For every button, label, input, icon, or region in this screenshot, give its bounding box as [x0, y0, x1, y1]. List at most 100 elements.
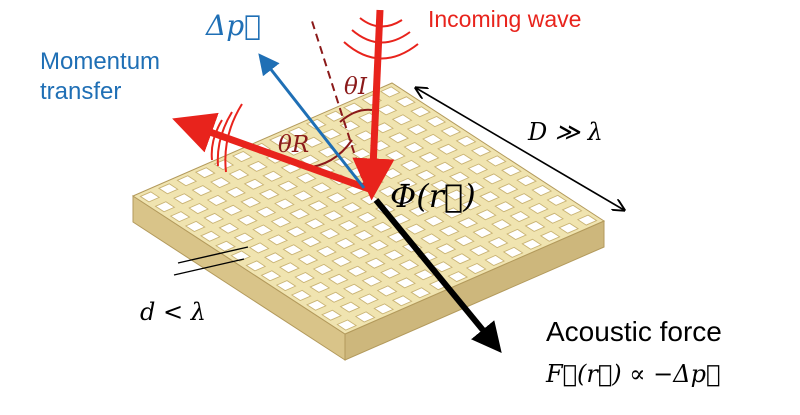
unit-cell-hole	[233, 232, 255, 244]
unit-cell-hole	[206, 194, 228, 207]
unit-cell-hole	[376, 285, 398, 297]
unit-cell-hole	[435, 243, 457, 255]
unit-cell-hole	[279, 262, 300, 274]
unit-cell-hole	[263, 252, 285, 264]
unit-cell-hole	[334, 237, 356, 250]
unit-cell-hole	[361, 275, 383, 287]
momentum-symbol-label: Δp⃗	[206, 9, 261, 42]
unit-cell-hole	[312, 263, 334, 276]
unit-cell-hole	[225, 186, 246, 198]
unit-cell-hole	[237, 214, 258, 226]
unit-cell-hole	[341, 202, 363, 214]
unit-cell-hole	[502, 246, 524, 258]
unit-cell-hole	[576, 214, 598, 226]
unit-cell-hole	[543, 212, 564, 224]
unit-cell-hole	[289, 208, 310, 220]
unit-cell-hole	[169, 211, 191, 223]
unit-cell-hole	[337, 219, 359, 232]
unit-cell-hole	[231, 150, 253, 163]
unit-cell-hole	[245, 260, 267, 272]
incoming-wavefront-3	[343, 41, 419, 60]
unit-cell-hole	[188, 202, 209, 215]
unit-cell-hole	[252, 224, 273, 236]
unit-cell-hole	[420, 233, 442, 245]
unit-cell-hole	[373, 303, 395, 315]
unit-cell-hole	[194, 167, 216, 179]
unit-cell-hole	[255, 206, 277, 218]
unit-cell-hole	[260, 270, 282, 282]
unit-cell-hole	[353, 229, 374, 241]
reflected-wavefront-3	[224, 103, 243, 173]
unit-cell-hole	[336, 319, 358, 331]
cell-marker-line-1	[177, 246, 249, 264]
unit-cell-hole	[191, 185, 213, 197]
unit-cell-hole	[373, 122, 394, 134]
unit-cell-hole	[215, 240, 236, 252]
unit-cell-hole	[331, 255, 352, 267]
cell-size-marker	[173, 246, 249, 276]
unit-cell-hole	[230, 250, 252, 262]
unit-cell-hole	[383, 249, 405, 261]
unit-cell-hole	[391, 114, 413, 126]
unit-cell-hole	[324, 110, 346, 122]
unit-cell-hole	[319, 228, 341, 240]
unit-cell-hole	[304, 218, 326, 230]
unit-cell-hole	[277, 180, 299, 192]
unit-cell-hole	[410, 287, 432, 299]
unit-cell-hole	[413, 269, 435, 281]
size-relation-label: D ≫ λ	[528, 118, 603, 146]
unit-cell-hole	[343, 283, 364, 295]
reflected-wavefront-2	[216, 111, 233, 167]
unit-cell-hole	[173, 193, 194, 205]
unit-cell-hole	[210, 176, 231, 189]
unit-cell-hole	[268, 134, 290, 146]
unit-cell-hole	[228, 168, 250, 181]
unit-cell-hole	[450, 253, 472, 265]
unit-cell-hole	[472, 227, 494, 239]
unit-cell-hole	[391, 295, 413, 307]
unit-cell-hole	[267, 234, 289, 246]
unit-cell-hole	[157, 183, 179, 195]
unit-cell-hole	[302, 136, 324, 148]
unit-cell-hole	[349, 247, 371, 259]
unit-cell-hole	[262, 170, 283, 182]
unit-cell-hole	[184, 220, 206, 233]
unit-cell-hole	[311, 182, 332, 194]
unit-cell-hole	[539, 230, 561, 242]
acoustic-force-formula: F⃗(r⃗) ∝ −Δp⃗	[546, 360, 721, 388]
unit-cell-hole	[398, 259, 420, 271]
incoming-wavefront-1	[359, 17, 403, 28]
unit-cell-hole	[395, 277, 416, 289]
unit-cell-hole	[203, 212, 225, 224]
unit-cell-hole	[270, 216, 292, 228]
incoming-wave-arrow	[352, 9, 395, 201]
theta-incidence-arc	[339, 108, 373, 123]
unit-cell-hole	[376, 104, 398, 116]
unit-cell-hole	[297, 254, 319, 266]
unit-cell-hole	[247, 160, 268, 172]
unit-cell-hole	[491, 219, 512, 231]
unit-cell-hole	[380, 267, 401, 279]
unit-cell-hole	[447, 271, 469, 283]
momentum-transfer-arrow	[258, 53, 366, 189]
unit-cell-hole	[316, 245, 337, 258]
unit-cell-hole	[322, 210, 344, 222]
unit-cell-hole	[287, 126, 309, 138]
unit-cell-hole	[218, 222, 240, 234]
unit-cell-hole	[438, 225, 460, 237]
unit-cell-hole	[484, 254, 506, 267]
theta-reflection-label: θR	[278, 132, 310, 158]
unit-cell-hole	[243, 178, 265, 190]
unit-cell-hole	[346, 265, 368, 277]
unit-cell-hole	[465, 262, 487, 275]
unit-cell-hole	[454, 235, 475, 247]
unit-cell-hole	[321, 128, 342, 140]
unit-cell-hole	[292, 190, 314, 202]
unit-cell-hole	[358, 293, 379, 305]
unit-cell-hole	[306, 299, 327, 311]
unit-cell-hole	[139, 191, 161, 203]
unit-cell-hole	[423, 215, 445, 227]
unit-cell-hole	[432, 261, 453, 273]
incoming-wave-label: Incoming wave	[428, 6, 582, 32]
